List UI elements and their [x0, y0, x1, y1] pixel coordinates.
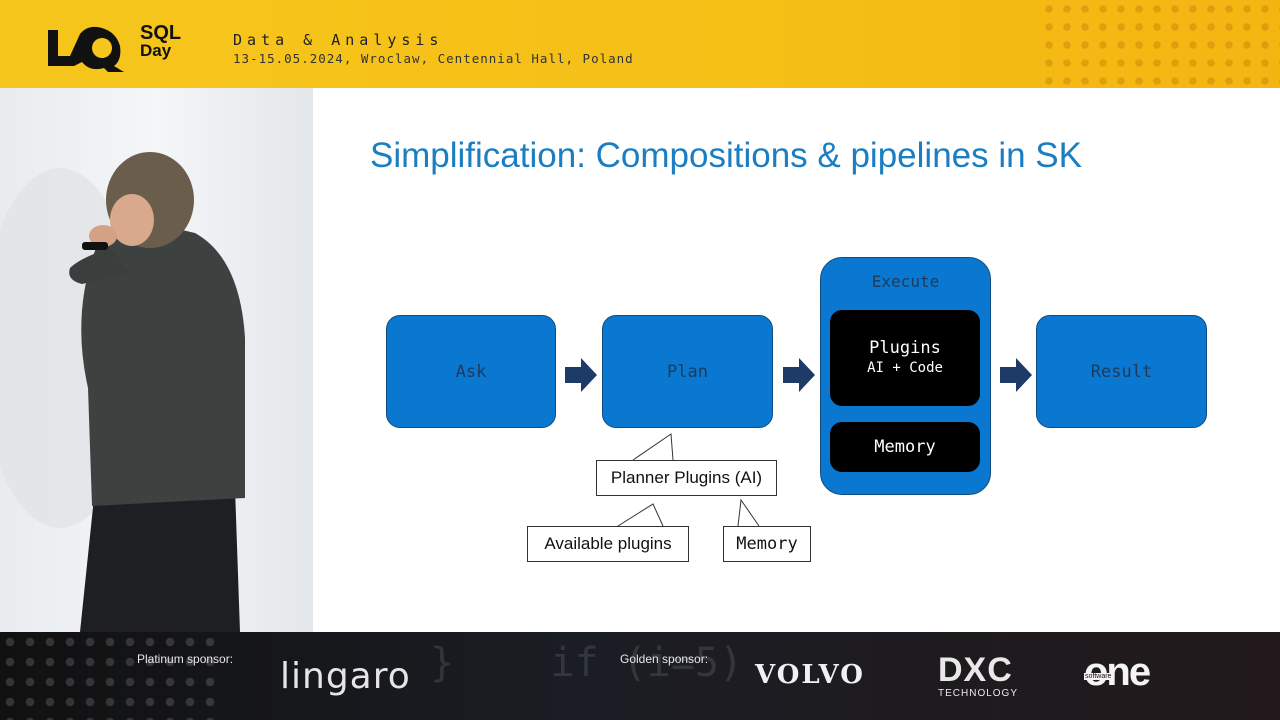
plan-box: Plan — [602, 315, 773, 428]
platinum-sponsor-label: Platinum sponsor: — [137, 652, 234, 666]
lingaro-logo: lingaro — [280, 656, 411, 697]
arrow-right-icon — [783, 358, 815, 392]
dxc-logo-subtitle: TECHNOLOGY — [938, 688, 1019, 699]
available-plugins-callout: Available plugins — [527, 526, 689, 562]
software-one-logo: one — [1084, 650, 1151, 694]
memory-box-label: Memory — [874, 437, 936, 457]
conference-header: SQL Day Data & Analysis 13-15.05.2024, W… — [0, 0, 1280, 88]
plugins-box: Plugins AI + Code — [830, 310, 980, 406]
speaker-video — [0, 88, 313, 632]
logo-text-sql: SQL — [140, 22, 182, 44]
dxc-logo: DXC — [938, 651, 1013, 689]
memory-callout: Memory — [723, 526, 811, 562]
conference-tagline: Data & Analysis — [233, 31, 444, 49]
planner-plugins-callout: Planner Plugins (AI) — [596, 460, 777, 496]
sponsor-footer: } if (i=5) Platinum sponsor: lingaro Gol… — [0, 632, 1280, 720]
arrow-right-icon — [1000, 358, 1032, 392]
plugins-title: Plugins — [869, 338, 941, 358]
software-one-prefix: software — [1084, 673, 1113, 680]
logo-text-day: Day — [140, 41, 172, 60]
logo-text: SQL Day — [140, 22, 182, 60]
memory-box: Memory — [830, 422, 980, 472]
arrow-right-icon — [565, 358, 597, 392]
footer-dot-pattern — [0, 632, 220, 720]
execute-label: Execute — [871, 272, 940, 291]
slide-title: Simplification: Compositions & pipelines… — [370, 136, 1082, 175]
execute-container: Execute Plugins AI + Code Memory — [820, 257, 991, 495]
speaker-figure — [0, 152, 245, 632]
result-box: Result — [1036, 315, 1207, 428]
ask-box: Ask — [386, 315, 556, 428]
volvo-logo: VOLVO — [755, 660, 865, 690]
callout-pointers — [617, 433, 760, 527]
golden-sponsor-label: Golden sponsor: — [620, 652, 709, 666]
header-dot-pattern — [1040, 0, 1280, 88]
sqlday-logo-icon — [48, 26, 124, 72]
plugins-subtitle: AI + Code — [867, 360, 943, 376]
conference-date-location: 13-15.05.2024, Wroclaw, Centennial Hall,… — [233, 51, 634, 66]
presentation-slide: Simplification: Compositions & pipelines… — [313, 88, 1280, 632]
footer-code-decoration: } if (i=5) — [430, 640, 744, 686]
